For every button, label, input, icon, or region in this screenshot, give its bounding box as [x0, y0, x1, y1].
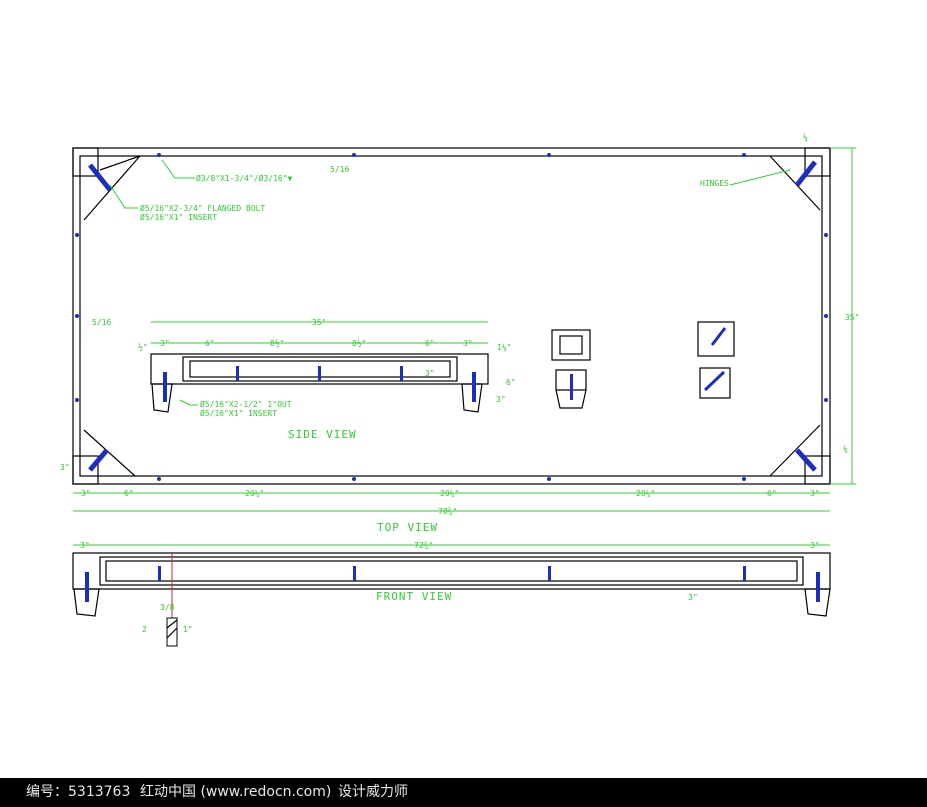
- side-panel-dim: 3": [425, 369, 435, 378]
- corner-bracket-br: [795, 448, 831, 485]
- top-view-frame: [72, 147, 831, 485]
- side-height-dim: 6": [506, 378, 516, 387]
- top-view-label: TOP VIEW: [377, 521, 438, 534]
- side-overall-dim: 35": [312, 318, 326, 327]
- detail-bracket-section: [551, 329, 591, 409]
- section-dim-c: 1": [183, 625, 193, 634]
- corner-dim-top: ¼: [803, 133, 808, 142]
- front-left-dim: 3": [80, 541, 90, 550]
- side-view: 35" 3" 6" 8½" 8½" 6" 3" ½" 1¼" 6" 3" 3" …: [138, 318, 516, 441]
- bolt-callout-1: Ø5/16"X2-3/4" FLANGED BOLT: [140, 203, 265, 213]
- side-half-dim: ½": [138, 342, 148, 352]
- detail-corner-plan: [697, 321, 735, 399]
- seg-dim: 6": [767, 489, 777, 498]
- section-dim-b: 2: [142, 625, 147, 634]
- front-view-label: FRONT VIEW: [376, 590, 452, 603]
- hole-callout: Ø3/8"X1-3/4"/Ø3/16"▼: [196, 173, 293, 183]
- side-seg-dim: 3": [160, 339, 170, 348]
- front-view: 3" 72¾" 3" 3" FRONT VIEW 3/8 2 1": [72, 541, 831, 647]
- hinges-callout: HINGES: [700, 179, 729, 188]
- side-seg-dim: 8½": [270, 338, 284, 348]
- side-seg-dim: 6": [425, 339, 435, 348]
- cad-drawing: Ø3/8"X1-3/4"/Ø3/16"▼ Ø5/16"X2-3/4" FLANG…: [60, 133, 859, 647]
- bolt-callout-2: Ø5/16"X1" INSERT: [140, 212, 217, 222]
- side-bolt-callout-1: Ø5/16"X2-1/2" 1"OUT: [200, 399, 292, 409]
- seg-dim: 3": [81, 489, 91, 498]
- left-bottom-dim: 3": [60, 463, 70, 472]
- bolt-holes: [75, 153, 828, 481]
- corner-dim-bottom: ⅛: [843, 445, 848, 454]
- seg-dim: 6": [124, 489, 134, 498]
- overall-dim: 78¾": [438, 507, 457, 516]
- seg-dim: 20¼": [440, 489, 459, 498]
- height-dim: 35": [845, 313, 859, 322]
- watermark-footer: 编号：5313763 红动中国 (www.redocn.com) 设计威力师: [0, 778, 927, 807]
- footer-author: 设计威力师: [338, 784, 408, 800]
- side-seg-dim: 8½": [352, 338, 366, 348]
- seg-dim: 20¼": [245, 489, 264, 498]
- side-view-label: SIDE VIEW: [288, 428, 357, 441]
- footer-id: 编号：5313763: [26, 784, 131, 800]
- front-right-dim: 3": [810, 541, 820, 550]
- section-dim-a: 3/8: [160, 603, 175, 612]
- side-quarter-dim: 1¼": [497, 343, 511, 352]
- side-seg-dim: 3": [463, 339, 473, 348]
- rail-dim-left: 5/16: [92, 318, 111, 327]
- footer-site: 红动中国 (www.redocn.com): [140, 784, 332, 800]
- rail-dim: 5/16: [330, 165, 349, 174]
- front-overall-dim: 72¾": [414, 541, 433, 550]
- front-inner-dim: 3": [688, 593, 698, 602]
- corner-bracket-bl: [72, 448, 109, 485]
- corner-bracket-tr: [795, 147, 831, 187]
- seg-dim: 20¼": [636, 489, 655, 498]
- corner-bracket-tl: [72, 147, 112, 192]
- side-bolt-callout-2: Ø5/16"X1" INSERT: [200, 408, 277, 418]
- side-seg-dim: 6": [205, 339, 215, 348]
- side-leg-dim: 3": [496, 395, 506, 404]
- seg-dim: 3": [810, 489, 820, 498]
